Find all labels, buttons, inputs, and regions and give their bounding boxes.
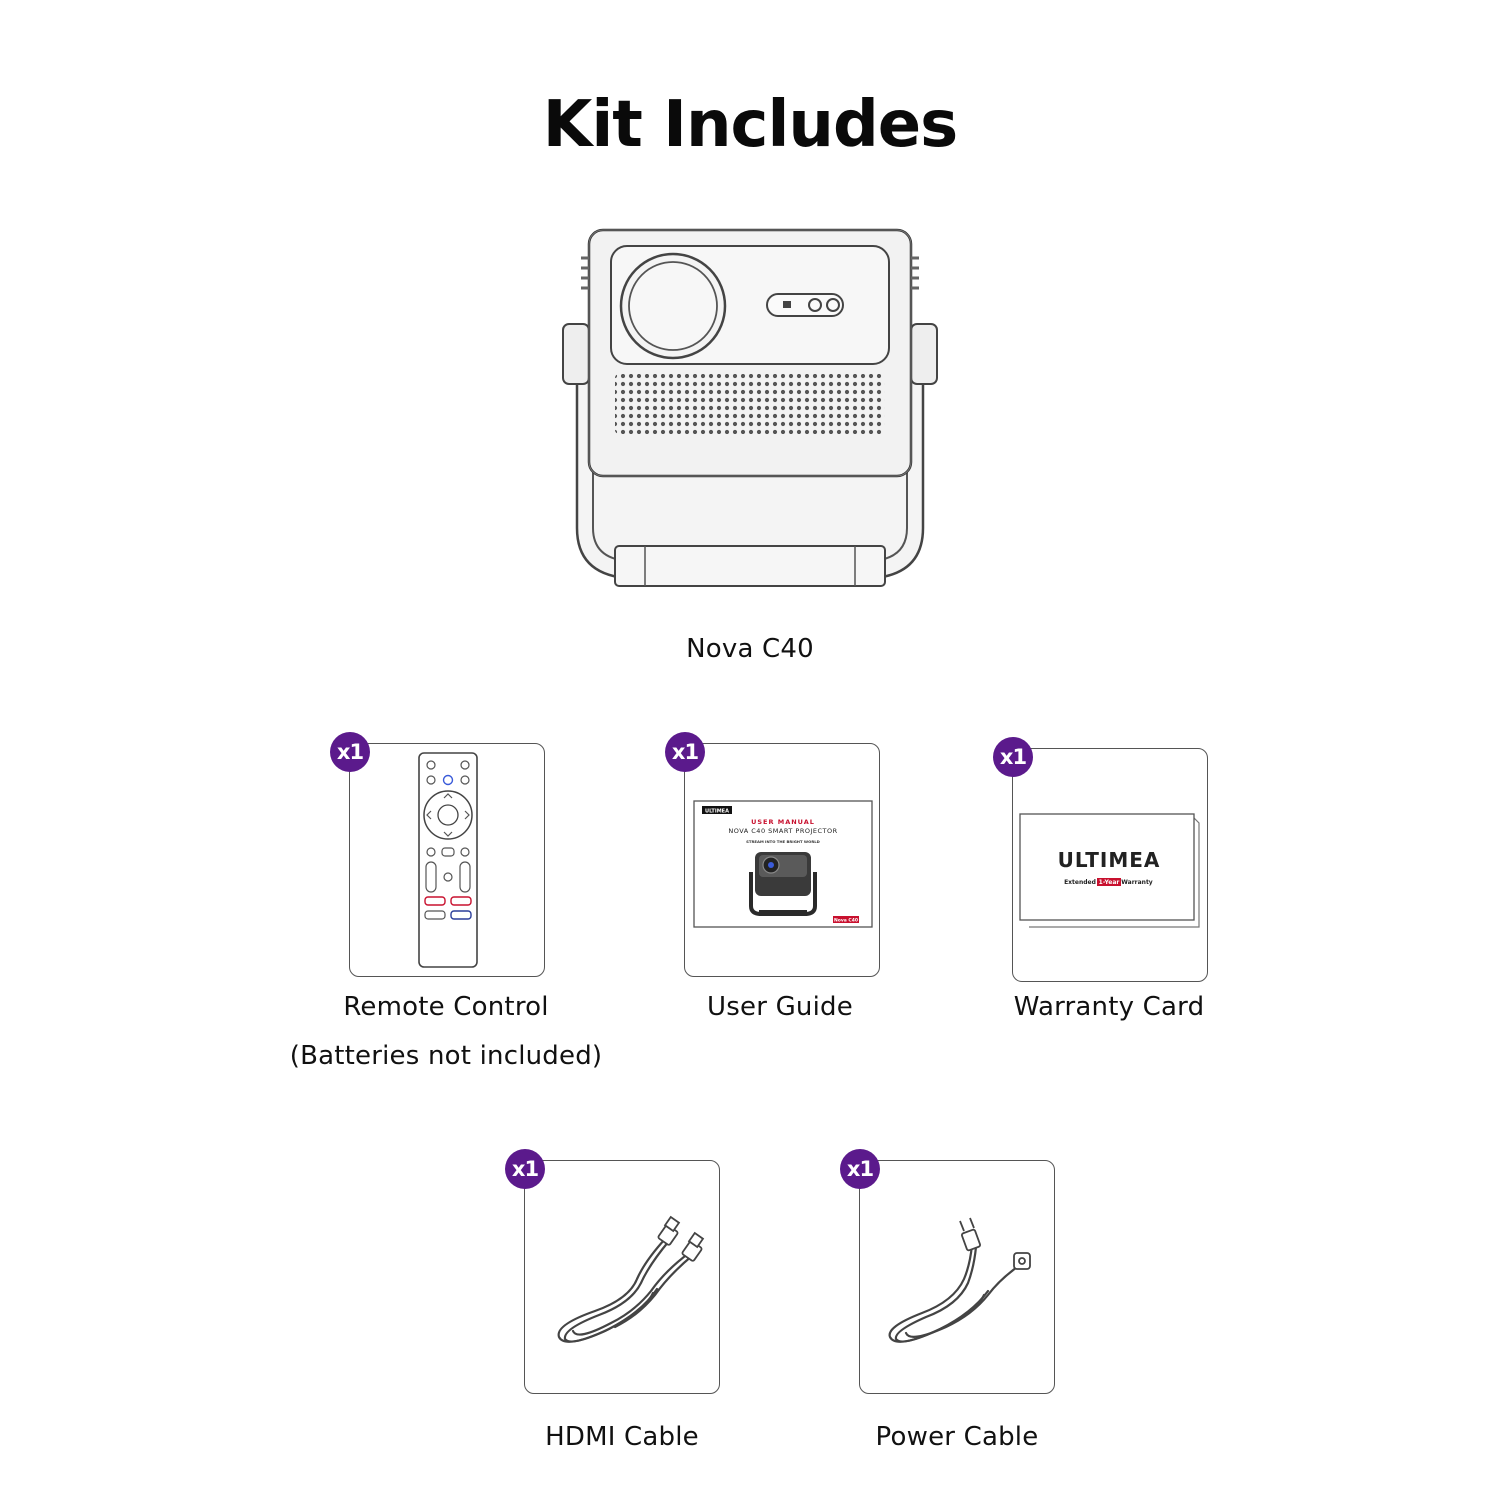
warranty-brand: ULTIMEA bbox=[1058, 848, 1161, 872]
remote-control-illustration bbox=[418, 752, 478, 968]
quantity-badge: x1 bbox=[505, 1149, 545, 1189]
guide-subheading: NOVA C40 SMART PROJECTOR bbox=[728, 827, 837, 835]
remote-control-card: x1 bbox=[330, 732, 545, 977]
main-item-label: Nova C40 bbox=[686, 634, 814, 664]
warranty-card-label: Warranty Card bbox=[1013, 992, 1205, 1022]
quantity-badge: x1 bbox=[840, 1149, 880, 1189]
guide-tagline: STREAM INTO THE BRIGHT WORLD bbox=[746, 839, 820, 844]
guide-projector-image bbox=[749, 852, 817, 916]
hdmi-cable-illustration bbox=[557, 1215, 705, 1343]
user-guide-illustration: ULTIMEA USER MANUAL NOVA C40 SMART PROJE… bbox=[693, 800, 873, 928]
guide-heading: USER MANUAL bbox=[751, 818, 815, 826]
user-guide-label: User Guide bbox=[707, 992, 853, 1022]
warranty-card-illustration: ULTIMEA Extended 1-Year Warranty bbox=[1019, 813, 1200, 928]
remote-control-note: (Batteries not included) bbox=[289, 1041, 603, 1071]
warranty-card-card: ULTIMEA Extended 1-Year Warranty x1 bbox=[993, 737, 1208, 982]
hdmi-cable-card: x1 bbox=[505, 1149, 720, 1394]
hdmi-cable-label: HDMI Cable bbox=[545, 1422, 699, 1452]
page-title: Kit Includes bbox=[542, 88, 959, 162]
quantity-badge: x1 bbox=[330, 732, 370, 772]
power-cable-illustration bbox=[888, 1217, 1031, 1343]
guide-model-tag: Nova C40 bbox=[834, 918, 858, 924]
user-guide-card: ULTIMEA USER MANUAL NOVA C40 SMART PROJE… bbox=[665, 732, 880, 977]
quantity-badge: x1 bbox=[993, 737, 1033, 777]
warranty-line-highlight: 1-Year bbox=[1099, 879, 1120, 886]
power-cable-card: x1 bbox=[840, 1149, 1055, 1394]
quantity-badge: x1 bbox=[665, 732, 705, 772]
warranty-line-pre: Extended bbox=[1064, 879, 1096, 886]
guide-brand: ULTIMEA bbox=[705, 809, 729, 815]
warranty-line-post: Warranty bbox=[1121, 879, 1153, 886]
remote-control-label: Remote Control bbox=[343, 992, 549, 1022]
power-cable-label: Power Cable bbox=[875, 1422, 1039, 1452]
projector-illustration bbox=[555, 228, 945, 598]
